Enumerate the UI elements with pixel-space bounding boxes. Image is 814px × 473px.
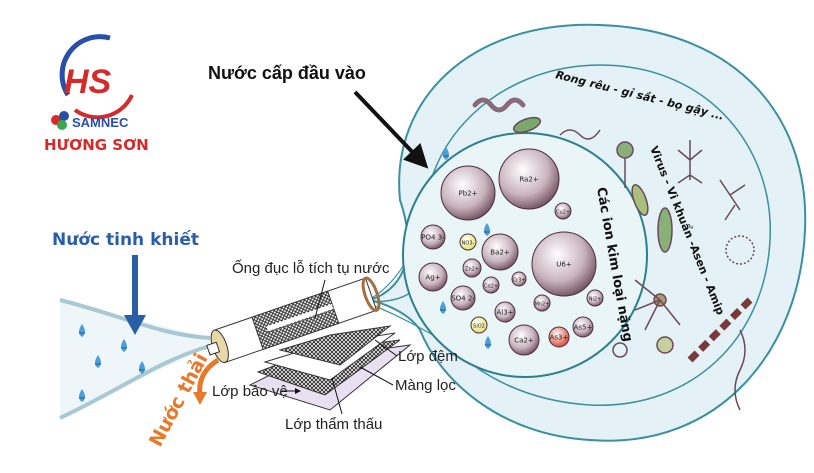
membrane-label: Màng lọc: [395, 377, 456, 394]
input-arrow-icon: [353, 90, 429, 169]
drop-label: H₂O: [95, 362, 101, 366]
water-drop-icon: [139, 361, 145, 374]
ion-label: Pb2+: [459, 190, 478, 198]
water-drop-icon: [440, 301, 446, 314]
water-drop-icon: [95, 355, 101, 368]
drop-label: H₂O: [485, 343, 491, 347]
ion-particle: [482, 276, 500, 294]
drop-label: H₂O: [121, 346, 127, 350]
ion-particle: [586, 289, 604, 307]
ion-particle: [459, 233, 477, 251]
svg-text:SAMNEC: SAMNEC: [72, 115, 129, 130]
drop-label: H₂O: [139, 368, 145, 372]
pointer-line: [314, 279, 326, 319]
ion-particle: [418, 262, 448, 292]
water-drops: H₂O H₂O H₂O H₂O H₂O H₂O H₂O H₂O H₂O: [79, 147, 492, 402]
ion-label: Ca2+: [514, 337, 534, 345]
ion-particle: [531, 231, 597, 297]
svg-text:HƯƠNG SƠN: HƯƠNG SƠN: [44, 136, 149, 154]
ion-particle: [508, 324, 540, 356]
ion-label: As3+: [550, 334, 569, 342]
ion-label: Ba2+: [490, 249, 510, 257]
ion-label: SO4 2-: [451, 295, 475, 303]
ion-label: Cd2+: [484, 284, 498, 290]
ion-particle: [462, 258, 482, 278]
pure-water-label: Nước tinh khiết: [52, 229, 199, 250]
ion-particle: [481, 233, 519, 271]
drop-label: H₂O: [79, 396, 85, 400]
ion-particle: [498, 148, 560, 210]
water-drop-icon: [79, 324, 85, 337]
ion-group: Pb2+ Ra2+ Ba2+ U6+ Ag+ PO4 3- NO3- SO4 2- SiO2Ca…: [418, 148, 604, 356]
svg-text:HS: HS: [64, 63, 112, 101]
ion-label: PO4 3-: [421, 234, 445, 242]
ion-label: NO3-: [462, 241, 475, 247]
waste-arrow-head-icon: [193, 392, 207, 405]
drop-label: H₂O: [484, 230, 490, 234]
ion-label: SiO2: [473, 324, 485, 330]
microbes-illustration: [472, 97, 755, 411]
perforated-tube-label: Ống đục lỗ tích tụ nước: [232, 259, 390, 277]
ion-particle: [554, 202, 572, 220]
ion-label: As5+: [574, 324, 593, 332]
drop-label: H₂O: [79, 331, 85, 335]
ion-particle: [450, 285, 476, 311]
ion-particle: [548, 326, 570, 348]
water-drop-icon: [121, 339, 127, 352]
ion-particle: [511, 271, 527, 287]
water-drop-icon: [484, 223, 490, 236]
ion-label: Ag+: [425, 274, 440, 282]
ro-membrane-cartridge: [206, 276, 412, 411]
waste-water-arrow-icon: [197, 357, 220, 396]
ion-label: U6+: [556, 261, 572, 269]
permeate-layer-label: Lớp thẩm thấu: [285, 416, 382, 433]
ion-particle: [494, 301, 516, 323]
input-water-label: Nước cấp đầu vào: [208, 63, 366, 83]
samnec-huong-son-logo: HS SAMNEC HƯƠNG SƠN: [44, 34, 149, 154]
ion-label: Zn2+: [465, 267, 479, 273]
ion-particle: [572, 316, 594, 338]
water-drop-icon: [443, 147, 449, 160]
ion-particle: [470, 316, 488, 334]
water-drop-icon: [485, 336, 491, 349]
pointer-line: [359, 366, 394, 386]
drop-label: H₂O: [443, 154, 449, 158]
pointer-line: [331, 377, 343, 415]
water-drop-icon: [79, 389, 85, 402]
ion-label: Cu2+: [556, 210, 570, 216]
ion-label: Cr3+: [513, 278, 526, 284]
ion-label: Mn2+: [535, 302, 550, 308]
ion-particle: [533, 294, 551, 312]
ion-label: Ra2+: [519, 176, 538, 184]
pointer-line: [374, 339, 398, 357]
drop-label: H₂O: [440, 308, 446, 312]
ion-particle: [440, 165, 496, 221]
ion-label: Ni2+: [589, 297, 602, 303]
ion-label: Al3+: [496, 309, 513, 317]
spacer-layer-label: Lớp đệm: [398, 348, 458, 365]
ion-particle: [420, 224, 446, 250]
down-arrow-icon: [124, 255, 146, 335]
protective-layer-label: Lớp bảo vệ: [212, 383, 288, 400]
